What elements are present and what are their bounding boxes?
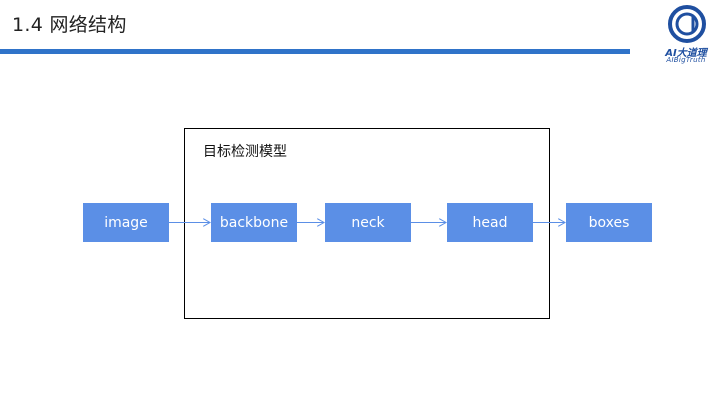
title-rule — [0, 49, 630, 54]
node-neck: neck — [325, 203, 411, 242]
detection-model-frame — [184, 128, 550, 319]
node-image: image — [83, 203, 169, 242]
slide-title: 1.4 网络结构 — [12, 14, 127, 36]
frame-label: 目标检测模型 — [203, 144, 287, 160]
brand-logo: AI大道理 AIBigTruth — [656, 4, 718, 64]
node-head: head — [447, 203, 533, 242]
node-backbone: backbone — [211, 203, 297, 242]
logo-text-en: AIBigTruth — [666, 56, 706, 64]
logo-text-cn: AI大道理 — [665, 48, 707, 59]
node-boxes: boxes — [566, 203, 652, 242]
logo-mark-icon — [668, 5, 706, 43]
